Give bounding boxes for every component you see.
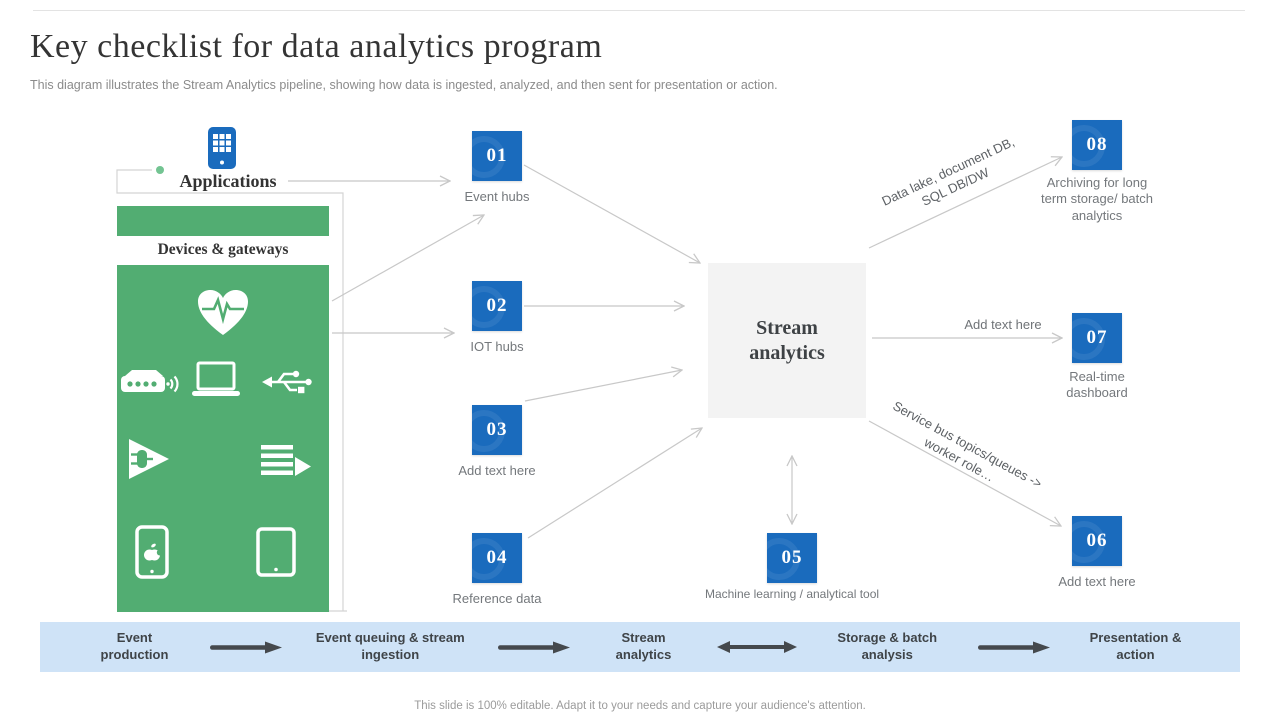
slide-top-border xyxy=(33,10,1245,11)
page-title: Key checklist for data analytics program xyxy=(30,28,603,65)
edge-label-add-text[interactable]: Add text here xyxy=(964,317,1042,332)
node-06-label[interactable]: Add text here xyxy=(1058,574,1136,589)
node-01-number: 01 xyxy=(486,145,508,166)
node-02: 02 IOT hubs xyxy=(470,281,524,354)
node-03: 03 Add text here xyxy=(458,405,536,478)
pipeline-step-stream-analytics: Stream analytics xyxy=(615,630,672,662)
node-05: 05 Machine learning / analytical tool xyxy=(705,533,879,601)
laptop-icon xyxy=(192,361,240,396)
node-03-box[interactable]: 03 xyxy=(472,405,522,455)
node-01-box[interactable]: 01 xyxy=(472,131,522,181)
edge-label-data-lake: Data lake, document DB, SQL DB/DW xyxy=(879,134,1017,209)
node-02-label: IOT hubs xyxy=(470,339,524,354)
devices-gateways-label: Devices & gateways xyxy=(157,241,289,258)
node-08-number: 08 xyxy=(1086,134,1108,155)
applications-label: Applications xyxy=(179,171,277,191)
node-02-number: 02 xyxy=(486,295,508,316)
node-06: 06 Add text here xyxy=(1058,516,1136,589)
pipeline-bar: Event production Event queuing & stream … xyxy=(40,622,1240,672)
node-07-box[interactable]: 07 xyxy=(1072,313,1122,363)
node-01: 01 Event hubs xyxy=(464,131,530,204)
pipeline-step-presentation: Presentation & action xyxy=(1089,630,1182,662)
node-05-box[interactable]: 05 xyxy=(767,533,817,583)
node-07-label: Real-time dashboard xyxy=(1066,369,1128,401)
flow-arrow-icon xyxy=(498,641,571,653)
stream-analytics-label: Stream analytics xyxy=(749,316,825,364)
page-subtitle: This diagram illustrates the Stream Anal… xyxy=(30,78,778,92)
stream-analytics-box[interactable]: Stream analytics xyxy=(708,263,866,418)
mobile-apps-icon xyxy=(208,127,236,169)
list-arrow-icon xyxy=(261,445,311,476)
node-01-label: Event hubs xyxy=(464,189,530,204)
edge-label-service-bus: Service bus topics/queues -> worker role… xyxy=(890,398,1045,492)
pipeline-step-event-production: Event production xyxy=(100,630,169,662)
usb-icon xyxy=(262,370,312,394)
plug-icon xyxy=(129,439,169,479)
tablet-icon xyxy=(256,527,296,577)
node-08-label: Archiving for long term storage/ batch a… xyxy=(1041,175,1153,223)
pipeline-step-event-queuing: Event queuing & stream ingestion xyxy=(315,630,465,662)
node-04-number: 04 xyxy=(486,547,508,568)
node-02-box[interactable]: 02 xyxy=(472,281,522,331)
node-03-number: 03 xyxy=(486,419,508,440)
flow-double-arrow-icon xyxy=(716,641,797,653)
footer-note: This slide is 100% editable. Adapt it to… xyxy=(414,700,866,712)
node-07: 07 Real-time dashboard xyxy=(1066,313,1128,400)
flow-arrow-icon xyxy=(210,641,283,653)
node-04: 04 Reference data xyxy=(453,533,541,606)
node-04-box[interactable]: 04 xyxy=(472,533,522,583)
node-07-number: 07 xyxy=(1086,327,1108,348)
pipeline-step-storage-batch: Storage & batch analysis xyxy=(837,630,938,662)
smartphone-icon xyxy=(135,525,169,579)
node-05-label: Machine learning / analytical tool xyxy=(704,587,880,601)
node-03-label[interactable]: Add text here xyxy=(458,463,536,478)
heartbeat-icon xyxy=(198,290,248,335)
node-05-number: 05 xyxy=(781,547,803,568)
node-04-label: Reference data xyxy=(452,591,542,606)
node-08: 08 Archiving for long term storage/ batc… xyxy=(1041,120,1153,223)
wireless-router-icon xyxy=(121,370,179,393)
node-06-box[interactable]: 06 xyxy=(1072,516,1122,566)
devices-panel xyxy=(117,265,329,612)
flow-arrow-icon xyxy=(977,641,1050,653)
node-08-box[interactable]: 08 xyxy=(1072,120,1122,170)
devices-header-bar xyxy=(117,206,329,236)
node-06-number: 06 xyxy=(1086,530,1108,551)
